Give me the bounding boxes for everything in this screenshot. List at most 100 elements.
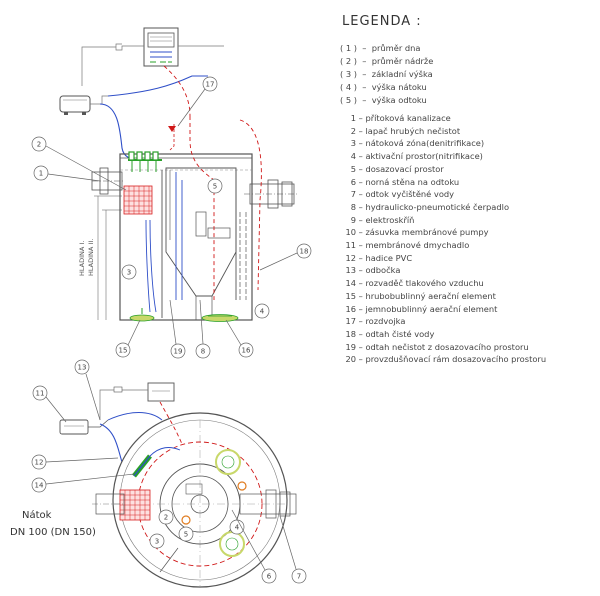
legend-item: 11 – membránové dmychadlo bbox=[342, 240, 469, 250]
legend-item-number: 6 bbox=[350, 176, 356, 187]
control-box bbox=[143, 27, 179, 67]
inlet-size-label: DN 100 (DN 150) bbox=[10, 527, 96, 538]
plan-view: 2 3 4 5 6 7 11 12 13 14 bbox=[31, 359, 307, 588]
legend-item-text: hadice PVC bbox=[365, 252, 413, 263]
callout-17: 17 bbox=[206, 81, 215, 89]
plan-callout-3: 3 bbox=[155, 538, 159, 546]
plan-callout-11: 11 bbox=[36, 390, 45, 398]
coarse-aeration-element bbox=[129, 308, 155, 322]
legend-item-number: 4 bbox=[350, 151, 356, 162]
legend-item-number: 1 bbox=[350, 113, 356, 123]
plan-air-distributor bbox=[132, 447, 181, 478]
inlet-label: Nátok bbox=[22, 510, 52, 521]
legend-item-text: norná stěna na odtoku bbox=[365, 176, 460, 187]
legend-item-text: provzdušňovací rám dosazovacího prostoru bbox=[365, 354, 547, 365]
legend-dim-1: ( 1 ) – průměr dna bbox=[340, 43, 421, 53]
callout-16: 16 bbox=[242, 347, 251, 355]
blower bbox=[59, 95, 91, 115]
legend-dim-4: ( 4 ) – výška nátoku bbox=[340, 82, 427, 92]
legend-item-number: 17 bbox=[345, 316, 356, 327]
legend-item-number: 11 bbox=[345, 240, 356, 250]
legend-item: 8 – hydraulicko-pneumotické čerpadlo bbox=[342, 202, 509, 212]
hladina-2-label: HLADINA II. bbox=[87, 239, 95, 276]
legend-item: 10 – zásuvka membránové pumpy bbox=[342, 227, 489, 238]
legend-item: 7 – odtok vyčištěné vody bbox=[342, 189, 454, 199]
legend-item-text: hydraulicko-pneumotické čerpadlo bbox=[365, 201, 510, 212]
legend-item: 9 – elektroskříň bbox=[342, 214, 415, 225]
legend-item-number: 7 bbox=[350, 189, 356, 200]
legend-item-text: nátoková zóna(denitrifikace) bbox=[365, 138, 485, 149]
legend-item-number: 18 bbox=[345, 328, 356, 339]
legend-item-number: 8 bbox=[350, 201, 356, 212]
plan-coarse-screen bbox=[119, 489, 151, 521]
legend-item-text: rozvaděč tlakového vzduchu bbox=[365, 278, 484, 289]
plan-callout-13: 13 bbox=[78, 364, 87, 372]
legend-item-text: dosazovací prostor bbox=[365, 163, 444, 174]
legend-item-text: rozdvojka bbox=[365, 316, 406, 327]
legend-item-text: hrubobublinný aerační element bbox=[365, 290, 496, 301]
callout-3: 3 bbox=[127, 269, 131, 277]
legend-item: 12 – hadice PVC bbox=[342, 253, 412, 263]
callout-1: 1 bbox=[39, 170, 43, 178]
plan-blower bbox=[59, 419, 89, 435]
legend-item: 2 – lapač hrubých nečistot bbox=[342, 126, 460, 136]
legend-item-number: 20 bbox=[345, 354, 356, 365]
legend-item: 19 – odtah nečistot z dosazovacího prost… bbox=[342, 341, 529, 352]
legend-item-number: 12 bbox=[345, 252, 356, 263]
legend-item-text: odbočka bbox=[365, 265, 401, 276]
legend-item-text: přítoková kanalizace bbox=[365, 113, 451, 123]
legend-title: LEGENDA : bbox=[342, 14, 422, 29]
legend-item-text: aktivační prostor(nitrifikace) bbox=[365, 151, 483, 162]
legend-item-number: 3 bbox=[350, 138, 356, 149]
legend-item-number: 19 bbox=[345, 341, 356, 352]
legend-item-number: 16 bbox=[345, 303, 356, 314]
legend-item: 3 – nátoková zóna(denitrifikace) bbox=[342, 138, 484, 148]
coarse-screen bbox=[123, 185, 153, 215]
tank-outline bbox=[119, 153, 253, 321]
callout-8: 8 bbox=[201, 348, 205, 356]
callout-4: 4 bbox=[260, 308, 265, 316]
legend-item-number: 15 bbox=[345, 290, 356, 301]
callout-18: 18 bbox=[300, 248, 309, 256]
legend-item: 15 – hrubobublinný aerační element bbox=[342, 290, 496, 301]
callout-15: 15 bbox=[119, 347, 128, 355]
legend-item: 14 – rozvaděč tlakového vzduchu bbox=[342, 278, 484, 289]
legend-item: 5 – dosazovací prostor bbox=[342, 164, 444, 174]
legend-item: 16 – jemnobublinný aerační element bbox=[342, 304, 497, 314]
plan-callout-12: 12 bbox=[35, 459, 44, 467]
hladina-1-label: HLADINA I. bbox=[78, 241, 86, 276]
legend-item: 18 – odtah čisté vody bbox=[342, 329, 434, 339]
legend-item-text: elektroskříň bbox=[365, 214, 415, 225]
legend-item-number: 9 bbox=[350, 214, 356, 225]
plan-callout-6: 6 bbox=[267, 573, 272, 581]
legend-dim-2: ( 2 ) – průměr nádrže bbox=[340, 56, 434, 66]
legend-item-text: membránové dmychadlo bbox=[365, 240, 470, 250]
legend-item-text: jemnobublinný aerační element bbox=[365, 303, 498, 314]
legend-item: 13 – odbočka bbox=[342, 265, 400, 275]
legend-item-text: odtok vyčištěné vody bbox=[365, 189, 455, 200]
legend-item-number: 14 bbox=[345, 278, 356, 289]
legend-item-text: zásuvka membránové pumpy bbox=[365, 227, 489, 238]
legend-item: 20 – provzdušňovací rám dosazovacího pro… bbox=[342, 354, 546, 364]
legend-dim-3: ( 3 ) – základní výška bbox=[340, 69, 433, 79]
plan-callout-7: 7 bbox=[297, 573, 301, 581]
legend-item-text: lapač hrubých nečistot bbox=[365, 125, 461, 136]
legend-item-number: 13 bbox=[345, 265, 356, 276]
legend-item-number: 5 bbox=[350, 163, 356, 174]
legend-item-text: odtah nečistot z dosazovacího prostoru bbox=[365, 341, 529, 352]
side-view: HLADINA I. HLADINA II. 1 2 3 4 5 8 15 16 bbox=[31, 27, 312, 359]
plan-callout-5: 5 bbox=[184, 531, 188, 539]
legend-item: 6 – norná stěna na odtoku bbox=[342, 177, 459, 187]
plan-callout-14: 14 bbox=[35, 482, 44, 490]
fine-aeration-element bbox=[201, 314, 239, 322]
callout-5: 5 bbox=[213, 183, 217, 191]
plan-callout-4: 4 bbox=[235, 524, 240, 532]
air-distributor bbox=[128, 151, 162, 172]
legend-item-number: 2 bbox=[350, 125, 356, 136]
legend-item: 4 – aktivační prostor(nitrifikace) bbox=[342, 151, 483, 161]
legend-item-text: odtah čisté vody bbox=[365, 328, 435, 339]
legend-item-number: 10 bbox=[345, 227, 356, 238]
plan-callout-2: 2 bbox=[164, 514, 168, 522]
callout-19: 19 bbox=[174, 348, 183, 356]
